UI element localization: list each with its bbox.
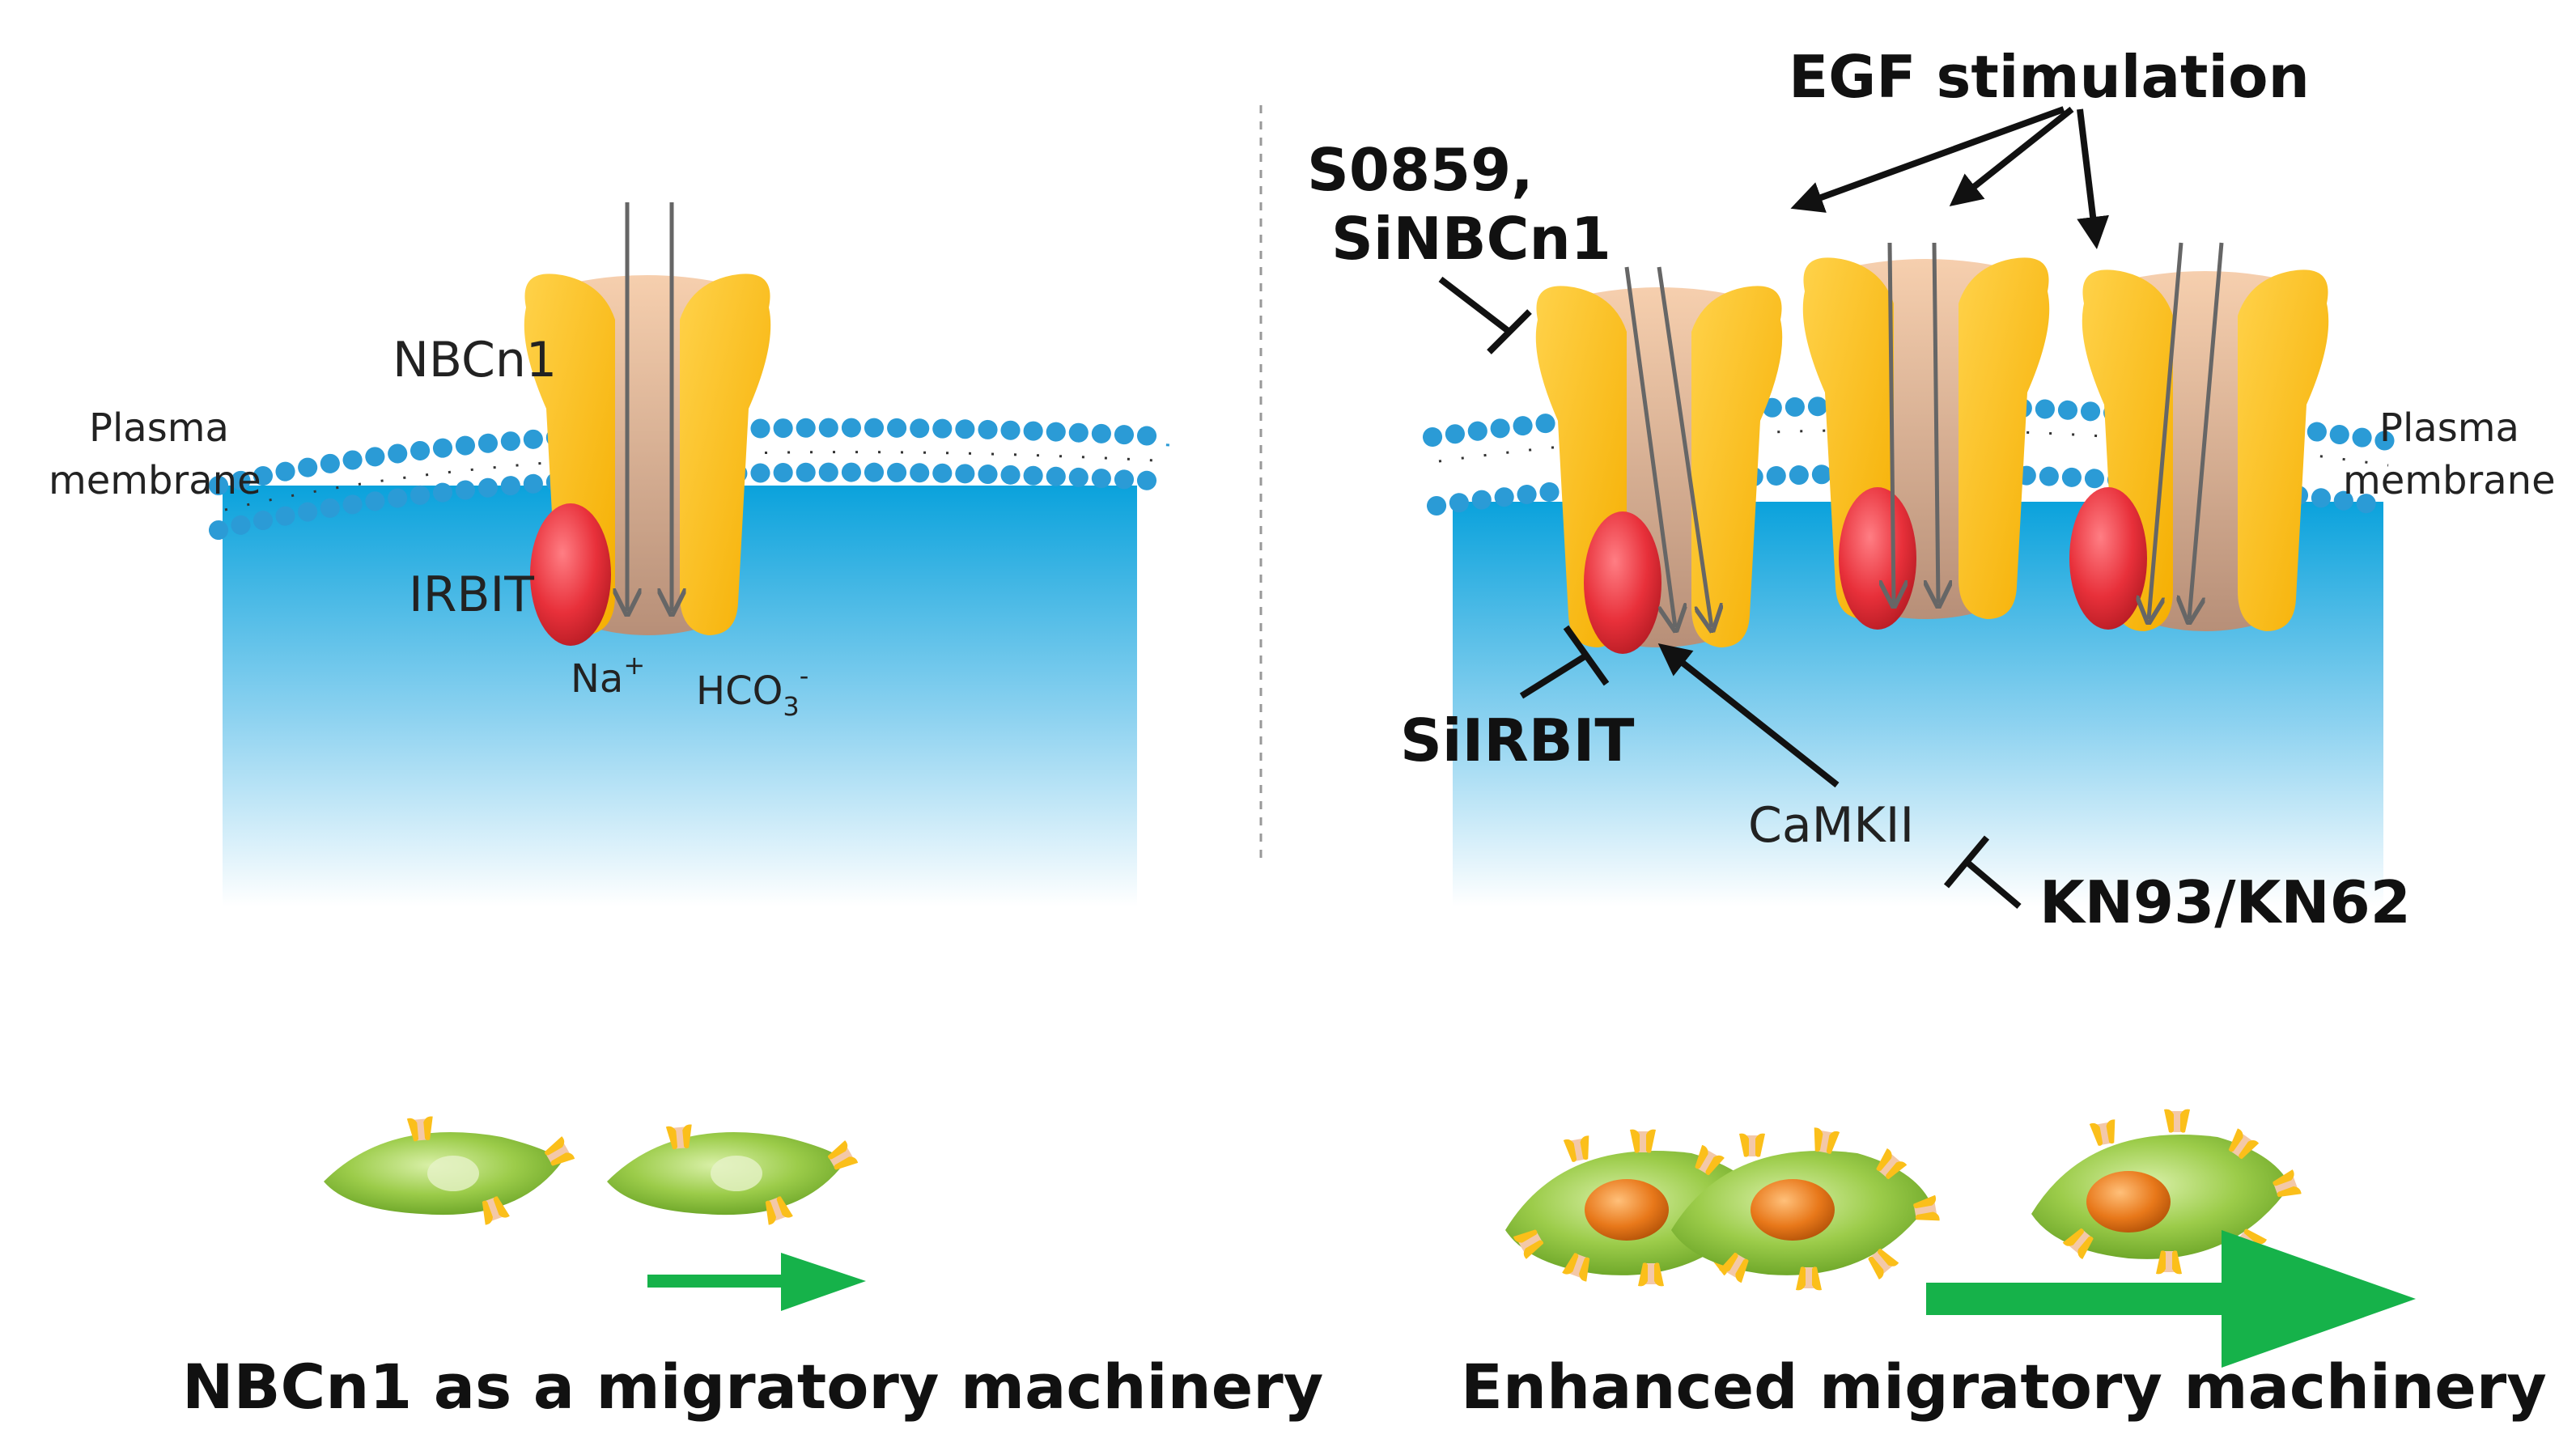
right-membrane-label-2: membrane (2343, 458, 2556, 503)
nbcn1-inhibition-symbol (1438, 276, 1532, 354)
na-ion-label: Na+ (571, 650, 645, 702)
right-irbit-2 (1839, 487, 1916, 630)
right-enhanced-cell-2 (1671, 1127, 1940, 1291)
right-enhanced-cell-3 (2031, 1109, 2302, 1275)
left-membrane-label-1: Plasma (89, 405, 229, 451)
irbit-inhibitor-label: SiIRBIT (1400, 706, 1635, 774)
right-irbit-1 (1584, 511, 1661, 654)
camkii-inhibition-symbol (1943, 835, 2022, 910)
right-ion-flux-arrows (1624, 242, 2224, 627)
irbit-inhibition-symbol (1519, 625, 1610, 699)
nbcn1-inhibitor-label-2: SiNBCn1 (1331, 205, 1611, 273)
nbcn1-inhibitor-label-1: S0859, (1307, 136, 1534, 204)
right-panel: EGF stimulation S0859, SiNBCn1 SiIRBIT C… (1307, 43, 2556, 1423)
left-caption: NBCn1 as a migratory machinery (182, 1351, 1323, 1423)
hco3-ion-label: HCO3- (696, 660, 808, 722)
left-migration-arrow (647, 1253, 866, 1311)
irbit-label: IRBIT (409, 566, 534, 623)
nbcn1-label: NBCn1 (393, 332, 557, 388)
right-membrane-label-1: Plasma (2379, 405, 2519, 451)
camkii-activation-arrow (1657, 643, 1840, 788)
right-migration-arrow (1926, 1230, 2416, 1368)
egf-stimulation-arrows (1790, 106, 2110, 249)
right-caption: Enhanced migratory machinery (1461, 1351, 2547, 1423)
left-membrane-label-2: membrane (49, 458, 261, 503)
egf-stimulation-label: EGF stimulation (1789, 43, 2310, 111)
left-migrating-cell-2 (607, 1124, 859, 1226)
right-irbit-3 (2069, 487, 2147, 630)
camkii-label: CaMKII (1748, 797, 1914, 854)
camkii-inhibitor-label: KN93/KN62 (2039, 868, 2411, 936)
left-panel: NBCn1 Plasma membrane IRBIT Na+ HCO3- NB… (49, 202, 1323, 1423)
left-migrating-cell-1 (324, 1116, 575, 1226)
left-irbit (530, 503, 611, 646)
